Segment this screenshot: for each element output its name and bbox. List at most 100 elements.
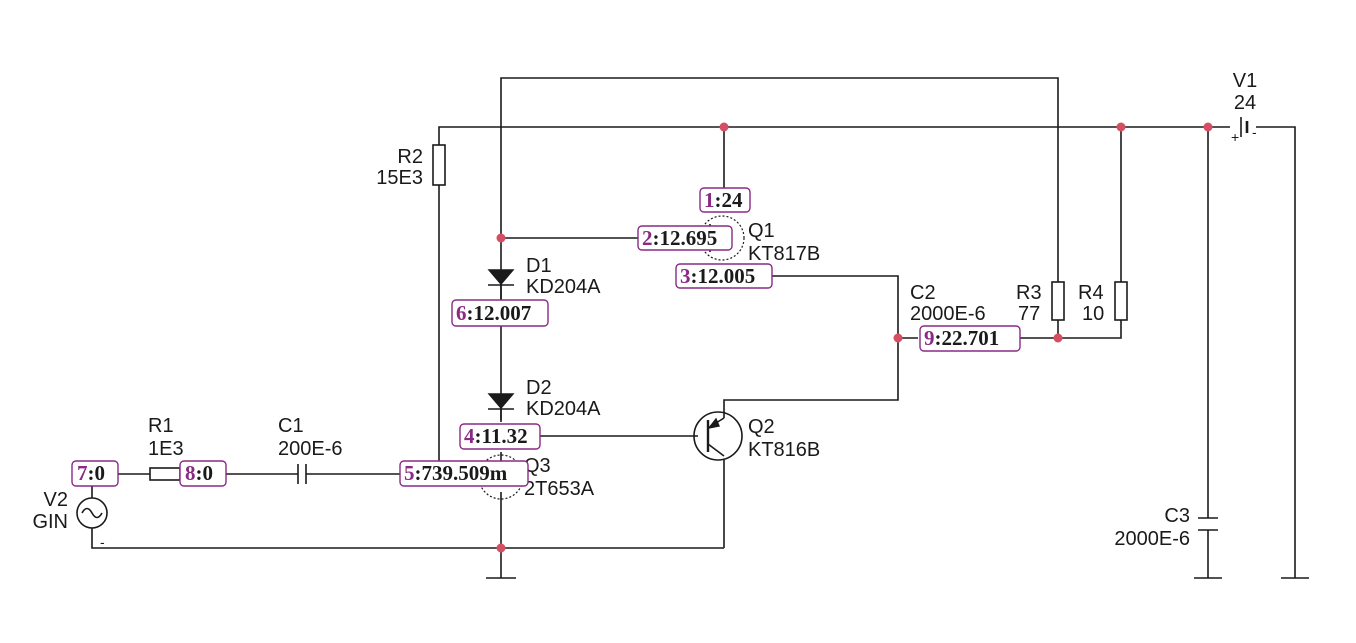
- r4-name: R4: [1078, 282, 1104, 304]
- polarity-plus: +: [1231, 129, 1239, 145]
- wire-ground-bus: [91, 528, 724, 549]
- v2-name: V2: [44, 489, 68, 511]
- svg-text:4:11.32: 4:11.32: [464, 424, 528, 448]
- svg-text:5:739.509m: 5:739.509m: [404, 461, 508, 485]
- c2-name: C2: [910, 282, 936, 304]
- capacitors: [297, 464, 1218, 531]
- q1-name: Q1: [748, 220, 775, 242]
- v1-name: V1: [1233, 70, 1257, 92]
- q3-name: Q3: [524, 455, 551, 477]
- c3-name: C3: [1164, 505, 1190, 527]
- junction-dot: [496, 543, 506, 553]
- sources: + - -: [76, 117, 1257, 550]
- q2-value: KT816B: [748, 439, 820, 461]
- transistors: [478, 215, 745, 500]
- node-number: 6: [456, 301, 467, 325]
- diode-d2-icon: [487, 393, 515, 422]
- node-voltage: 22.701: [942, 326, 1000, 350]
- r2-name: R2: [397, 146, 423, 168]
- junction-dot: [1116, 122, 1126, 132]
- battery-v1-icon: + -: [1231, 117, 1257, 145]
- wire-node3: [723, 275, 899, 418]
- junction-dot: [1203, 122, 1213, 132]
- node-voltage: 12.695: [660, 226, 718, 250]
- r1-name: R1: [148, 415, 174, 437]
- junction-dot: [719, 122, 729, 132]
- node-tag-5[interactable]: 5:739.509m: [399, 460, 529, 487]
- d1-name: D1: [526, 255, 552, 277]
- node-number: 3: [680, 264, 691, 288]
- svg-text:7:0: 7:0: [77, 461, 105, 485]
- node-number: 5: [404, 461, 415, 485]
- r3-name: R3: [1016, 282, 1042, 304]
- junction-dot: [496, 233, 506, 243]
- c1-name: C1: [278, 415, 304, 437]
- resistor-r4-icon: [1114, 281, 1128, 321]
- resistor-r2-icon: [432, 144, 446, 186]
- node-number: 8: [185, 461, 196, 485]
- node-voltage: 11.32: [482, 424, 528, 448]
- svg-text:2:12.695: 2:12.695: [642, 226, 717, 250]
- node-tag-3[interactable]: 3:12.005: [675, 263, 773, 289]
- transistor-q2-icon: [693, 411, 743, 461]
- node-tag-4[interactable]: 4:11.32: [459, 423, 541, 450]
- diode-d1-icon: [487, 269, 515, 302]
- wires: [91, 77, 1296, 578]
- v1-value: 24: [1234, 92, 1256, 114]
- polarity-minus: -: [100, 534, 105, 550]
- node-voltage: 12.007: [474, 301, 532, 325]
- diodes: [487, 269, 515, 422]
- q2-name: Q2: [748, 416, 775, 438]
- svg-text:9:22.701: 9:22.701: [924, 326, 999, 350]
- node-tag-2[interactable]: 2:12.695: [637, 225, 733, 251]
- d2-value: KD204A: [526, 398, 601, 420]
- node-tag-1[interactable]: 1:24: [699, 187, 751, 213]
- polarity-minus: -: [1252, 124, 1257, 140]
- c3-value: 2000E-6: [1114, 528, 1190, 550]
- node-voltage: 739.509m: [422, 461, 508, 485]
- node-tags: 1:24 2:12.695 3:12.005 6:12.007 9:22.701…: [71, 187, 1021, 487]
- junction-dot: [893, 333, 903, 343]
- node-tag-8[interactable]: 8:0: [179, 460, 227, 487]
- node-number: 4: [464, 424, 475, 448]
- q1-value: KT817B: [748, 243, 820, 265]
- junctions: [496, 122, 1213, 553]
- wire-top-loop: [500, 77, 1059, 288]
- resistor-r3-icon: [1051, 281, 1065, 321]
- svg-text:8:0: 8:0: [185, 461, 213, 485]
- node-tag-9[interactable]: 9:22.701: [919, 325, 1021, 352]
- resistor-r1-icon: [149, 467, 181, 481]
- v2-value: GIN: [32, 511, 68, 533]
- r4-value: 10: [1082, 303, 1104, 325]
- resistors: [149, 144, 1128, 481]
- c1-value: 200E-6: [278, 438, 343, 460]
- wire-positive-rail: [438, 126, 1230, 145]
- r1-value: 1E3: [148, 438, 184, 460]
- node-voltage: 0: [203, 461, 214, 485]
- capacitor-c1-icon: [297, 464, 307, 484]
- node-number: 1: [704, 188, 715, 212]
- node-number: 2: [642, 226, 653, 250]
- component-labels: V1 24 R2 15E3 Q1 KT817B D1 KD204A C2 200…: [32, 70, 1257, 550]
- svg-text:6:12.007: 6:12.007: [456, 301, 531, 325]
- node-voltage: 12.005: [698, 264, 756, 288]
- node-number: 7: [77, 461, 88, 485]
- svg-text:1:24: 1:24: [704, 188, 743, 212]
- d1-value: KD204A: [526, 276, 601, 298]
- ac-source-v2-icon: -: [76, 497, 108, 550]
- capacitor-c3-icon: [1198, 517, 1218, 531]
- r2-value: 15E3: [376, 167, 423, 189]
- c2-value: 2000E-6: [910, 303, 986, 325]
- wire-v1-return: [1256, 126, 1296, 578]
- node-tag-7[interactable]: 7:0: [71, 460, 119, 487]
- r3-value: 77: [1018, 303, 1040, 325]
- svg-text:3:12.005: 3:12.005: [680, 264, 755, 288]
- node-voltage: 0: [95, 461, 106, 485]
- node-number: 9: [924, 326, 935, 350]
- q3-value: 2T653A: [524, 478, 595, 500]
- d2-name: D2: [526, 377, 552, 399]
- junction-dot: [1053, 333, 1063, 343]
- node-voltage: 24: [722, 188, 744, 212]
- node-tag-6[interactable]: 6:12.007: [451, 299, 549, 327]
